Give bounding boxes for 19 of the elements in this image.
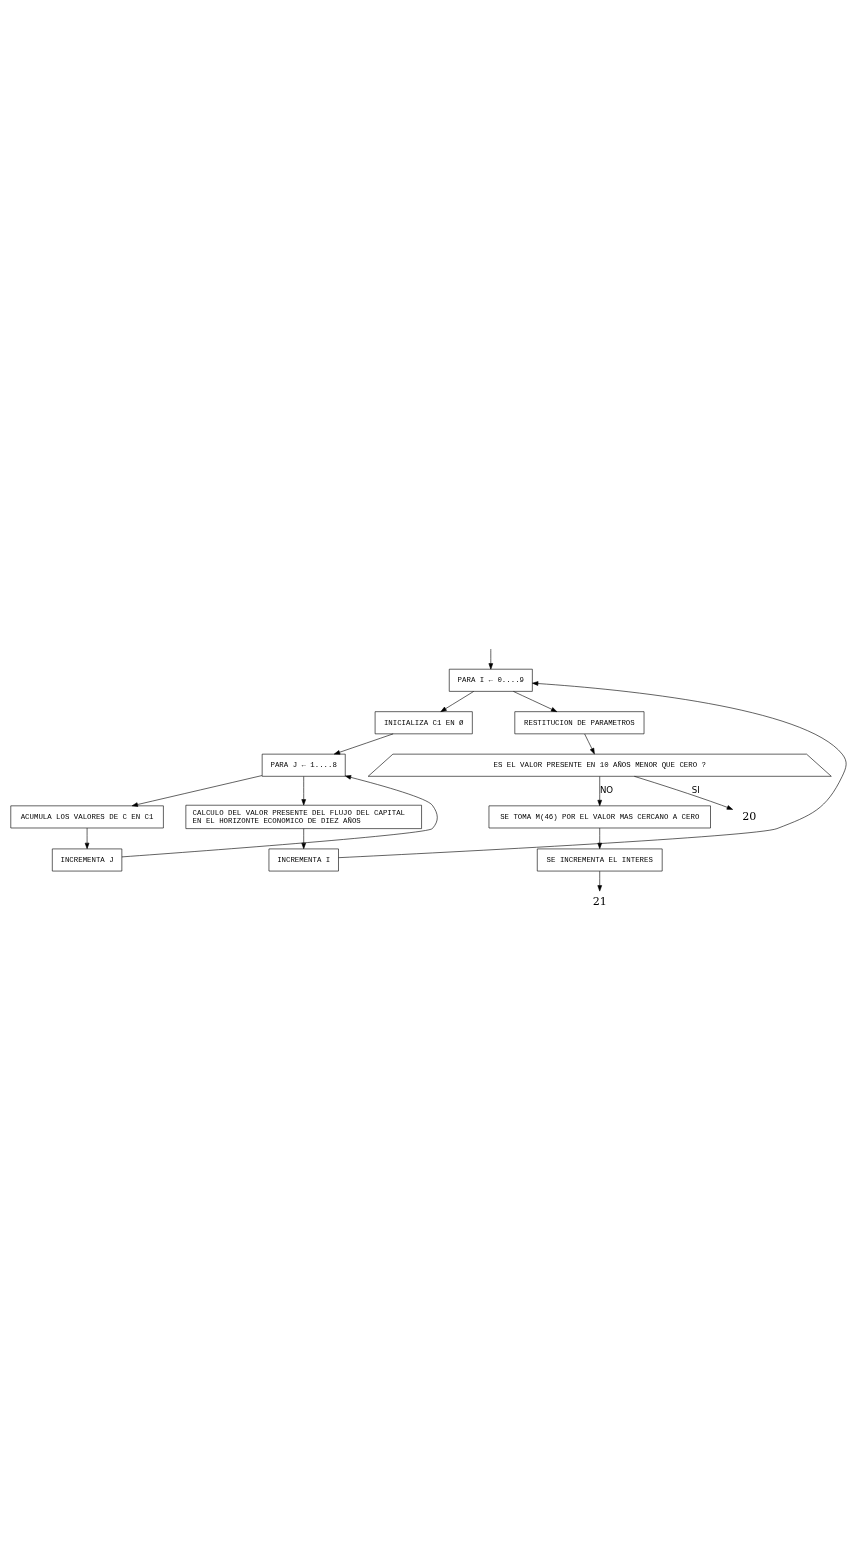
arrow [597,827,602,849]
arrow [584,733,595,755]
arrow [301,828,306,849]
arrow [333,733,394,755]
edge-label: SI [691,785,700,796]
arrow [488,648,494,670]
arrow [301,776,306,806]
node-text: 20 [742,809,757,823]
arrow [597,776,602,807]
arrow [440,691,474,712]
arrow [513,691,558,712]
node-text: 21 [592,895,607,909]
arrow [597,870,602,892]
arrow [131,775,263,807]
edge-label: NO [599,785,614,796]
arrow [121,775,438,858]
arrow [338,681,847,858]
arrow [634,776,733,810]
arrow [84,827,90,849]
